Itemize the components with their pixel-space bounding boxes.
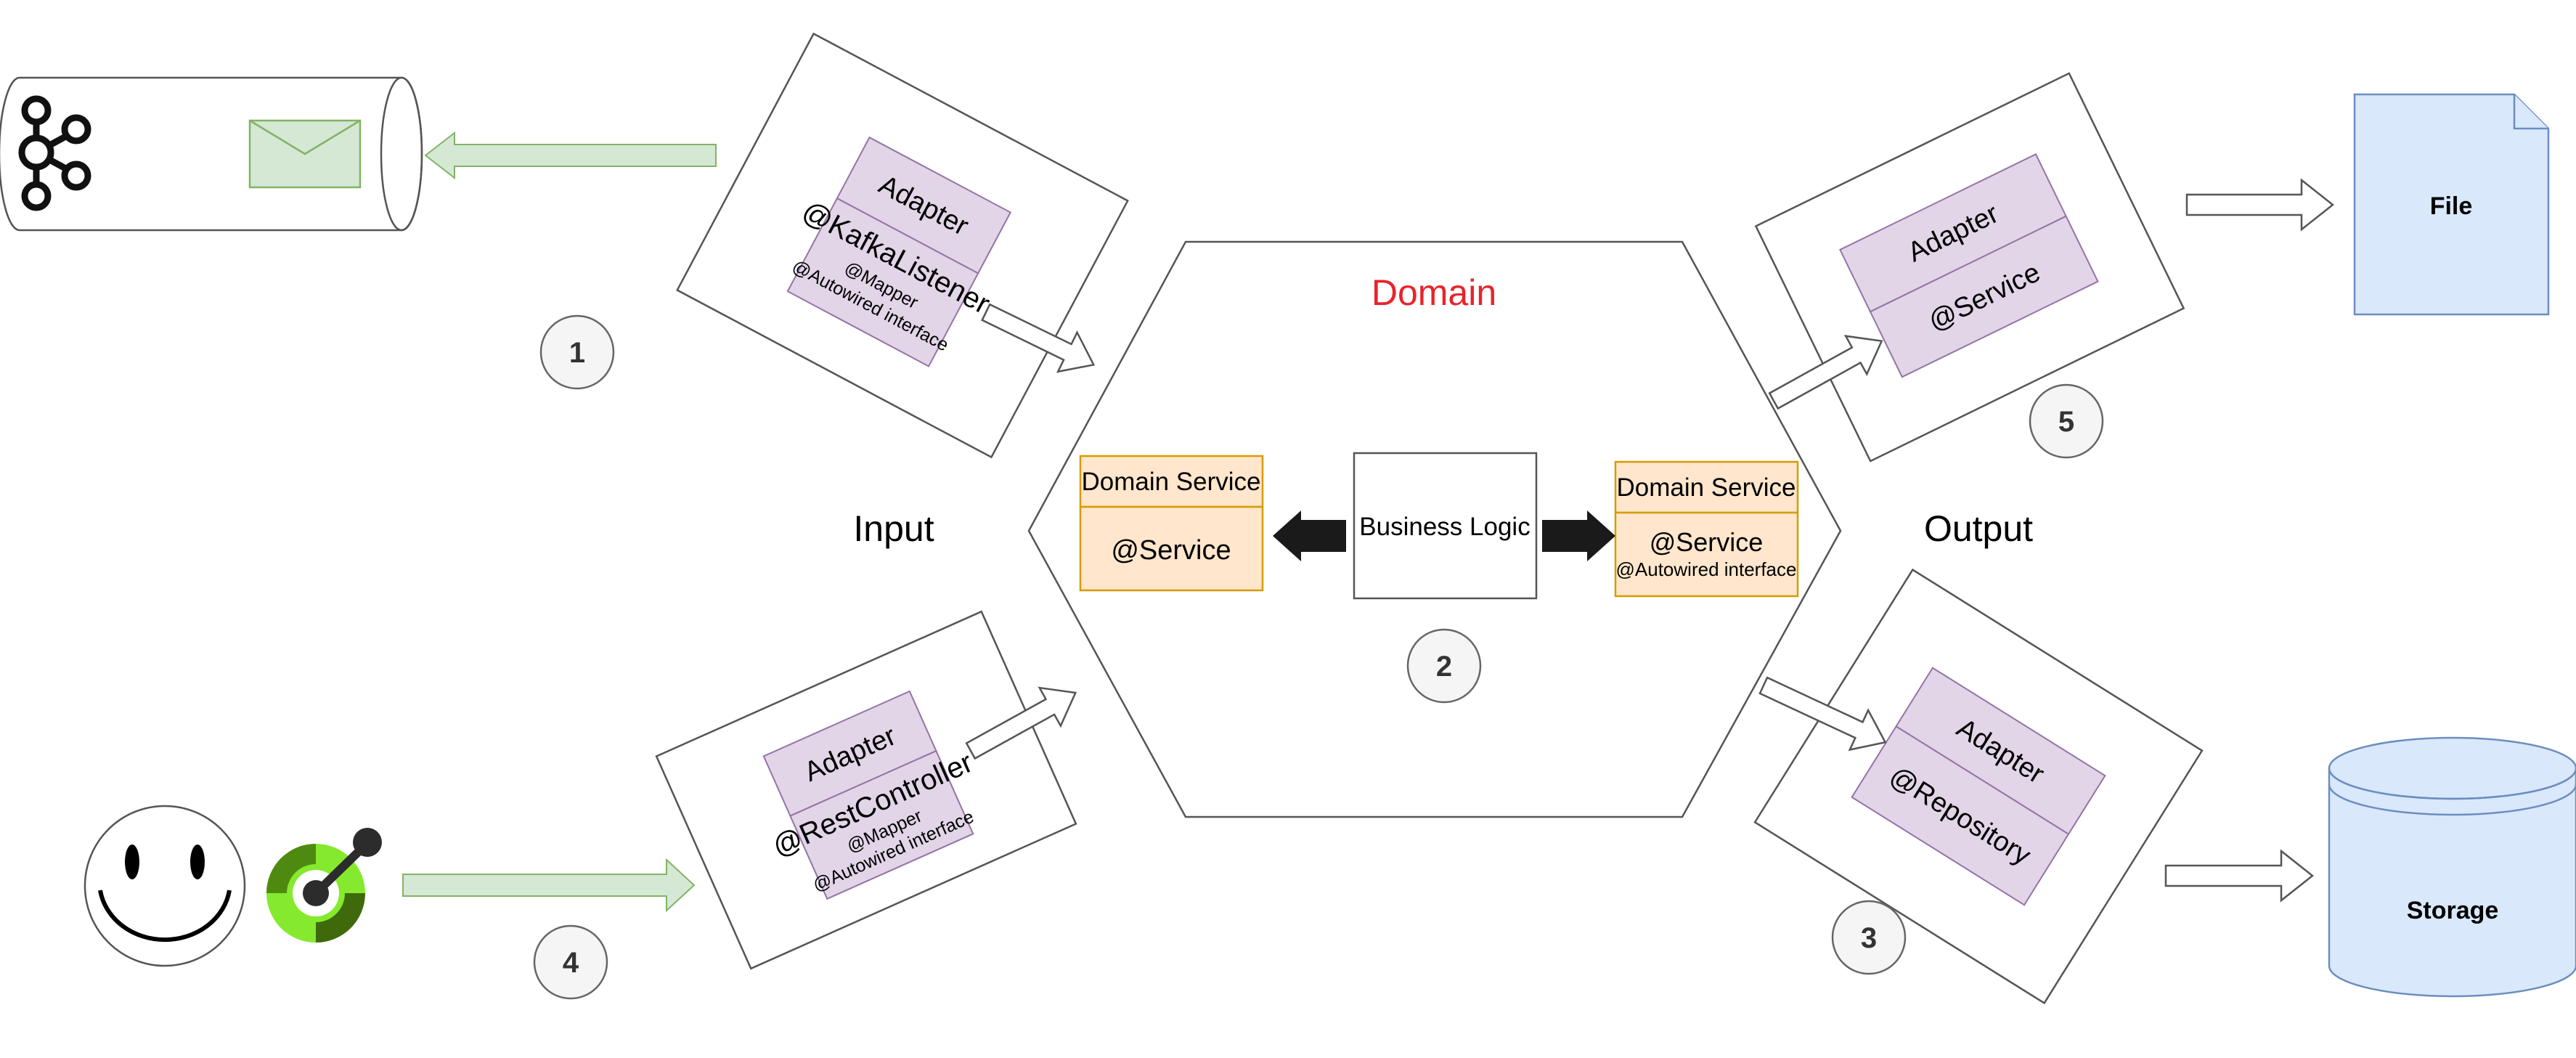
file-target: File: [2353, 93, 2550, 316]
svg-text:2: 2: [1436, 651, 1452, 683]
domain-service-right-title: Domain Service: [1616, 473, 1796, 502]
step-badge-3: 3: [1831, 900, 1907, 975]
svg-text:3: 3: [1861, 922, 1877, 954]
domain-service-left-annotation: @Service: [1111, 535, 1231, 566]
file-label: File: [2430, 192, 2473, 220]
business-logic-box: Business Logic: [1353, 452, 1538, 600]
arrow-adapter-to-storage: [2164, 849, 2315, 903]
storage-label: Storage: [2407, 897, 2499, 924]
svg-text:4: 4: [563, 947, 579, 979]
domain-service-right: Domain Service @Service @Autowired inter…: [1614, 460, 1799, 598]
kafka-icon: [18, 95, 91, 211]
storage-target: Storage: [2328, 736, 2576, 998]
arrow-adapter-to-topic: [424, 131, 717, 180]
arrow-domain-to-file-adapter: [1768, 335, 1883, 410]
arrow-domain-to-repository-adapter: [1758, 676, 1887, 752]
step-badge-4: 4: [533, 924, 608, 1000]
arrow-rest-adapter-to-domain: [965, 686, 1077, 760]
smiley-icon: [83, 805, 246, 967]
openapi-icon: [266, 828, 382, 943]
domain-title: Domain: [1371, 272, 1496, 313]
arrow-logic-to-right-service: [1542, 510, 1615, 561]
svg-text:5: 5: [2058, 406, 2074, 438]
domain-service-left: Domain Service @Service: [1079, 455, 1264, 592]
envelope-icon: [248, 119, 362, 189]
step-badge-5: 5: [2029, 383, 2104, 459]
domain-service-right-annotation: @Service: [1650, 527, 1764, 557]
adapter-file: Adapter @Service: [1754, 72, 2185, 463]
svg-text:1: 1: [569, 337, 585, 369]
arrow-user-to-rest-adapter: [402, 858, 696, 913]
adapter-repository: Adapter @Repository: [1753, 568, 2204, 1005]
step-badge-1: 1: [539, 314, 615, 390]
business-logic-label: Business Logic: [1359, 513, 1530, 541]
kafka-topic-pipe: [0, 76, 423, 232]
arrow-adapter-to-file: [2185, 178, 2335, 232]
arrow-logic-to-left-service: [1273, 510, 1346, 561]
adapter-kafka: Adapter @KafkaListener @Mapper @Autowire…: [676, 32, 1129, 459]
domain-service-right-sub: @Autowired interface: [1616, 558, 1797, 580]
arrow-kafka-adapter-to-domain: [981, 303, 1096, 373]
step-badge-2: 2: [1406, 628, 1482, 704]
domain-service-left-title: Domain Service: [1081, 468, 1260, 496]
adapter-rest: Adapter @RestController @Mapper @Autowir…: [655, 610, 1077, 970]
input-label: Input: [853, 508, 934, 549]
output-label: Output: [1924, 508, 2033, 549]
